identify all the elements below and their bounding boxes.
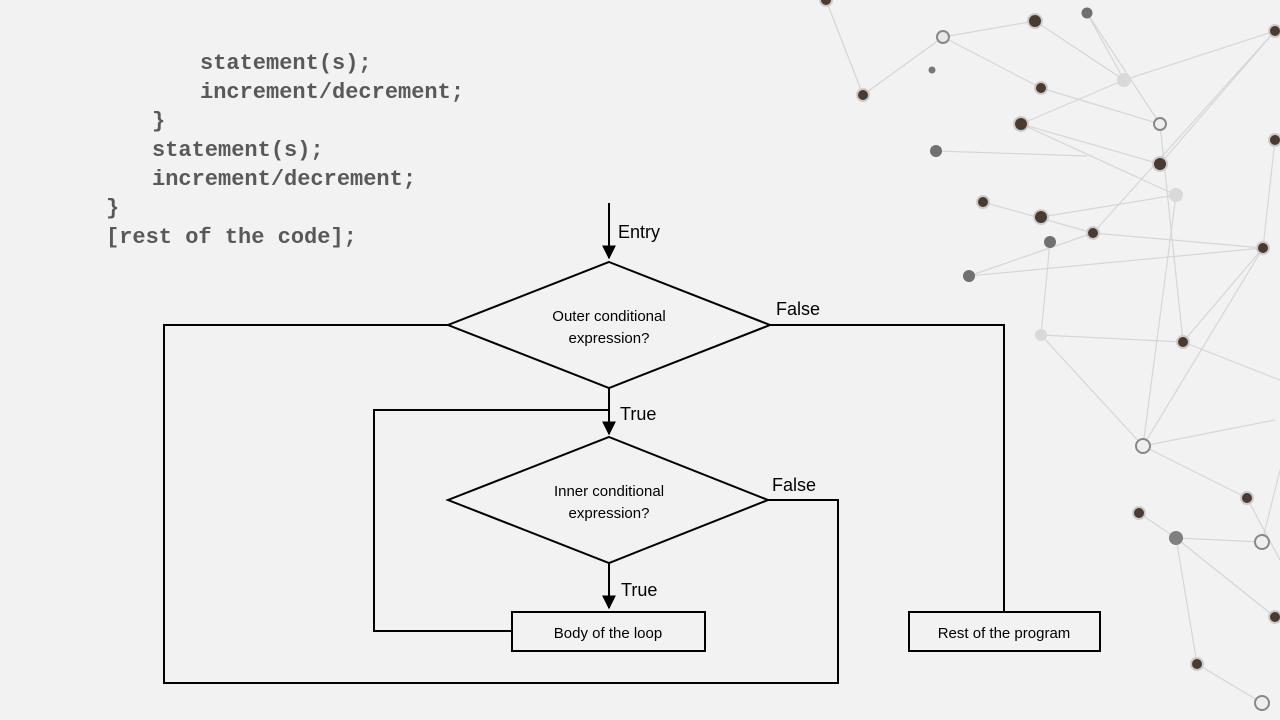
body-of-loop-label: Body of the loop	[554, 625, 662, 642]
code-line-statement-outer: statement(s);	[152, 138, 324, 163]
code-line-increment-inner: increment/decrement;	[200, 80, 465, 105]
inner-true-label: True	[621, 580, 657, 600]
code-line-inner-close-brace: }	[152, 109, 166, 134]
body-of-loop-box	[511, 611, 706, 652]
code-line-rest-of-code: [rest of the code];	[106, 225, 357, 250]
code-line-outer-close-brace: }	[106, 196, 120, 221]
code-line-increment-outer: increment/decrement;	[152, 167, 417, 192]
outer-condition-diamond	[445, 260, 773, 390]
outer-loop-back-connector	[163, 324, 839, 684]
inner-condition-text-line2: expression?	[569, 505, 650, 522]
inner-loop-back-connector	[373, 409, 609, 632]
outer-false-label: False	[776, 299, 820, 319]
code-line-statement-inner: statement(s);	[200, 51, 372, 76]
inner-condition-diamond	[445, 435, 771, 565]
outer-condition-text-line2: expression?	[569, 330, 650, 347]
rest-of-program-box	[908, 611, 1101, 652]
outer-true-label: True	[620, 404, 656, 424]
inner-condition-text-line1: Inner conditional	[554, 483, 664, 500]
outer-false-connector	[770, 324, 1005, 612]
rest-of-program-label: Rest of the program	[938, 625, 1071, 642]
inner-false-label: False	[772, 475, 816, 495]
entry-label: Entry	[618, 222, 660, 242]
outer-condition-text-line1: Outer conditional	[552, 308, 665, 325]
